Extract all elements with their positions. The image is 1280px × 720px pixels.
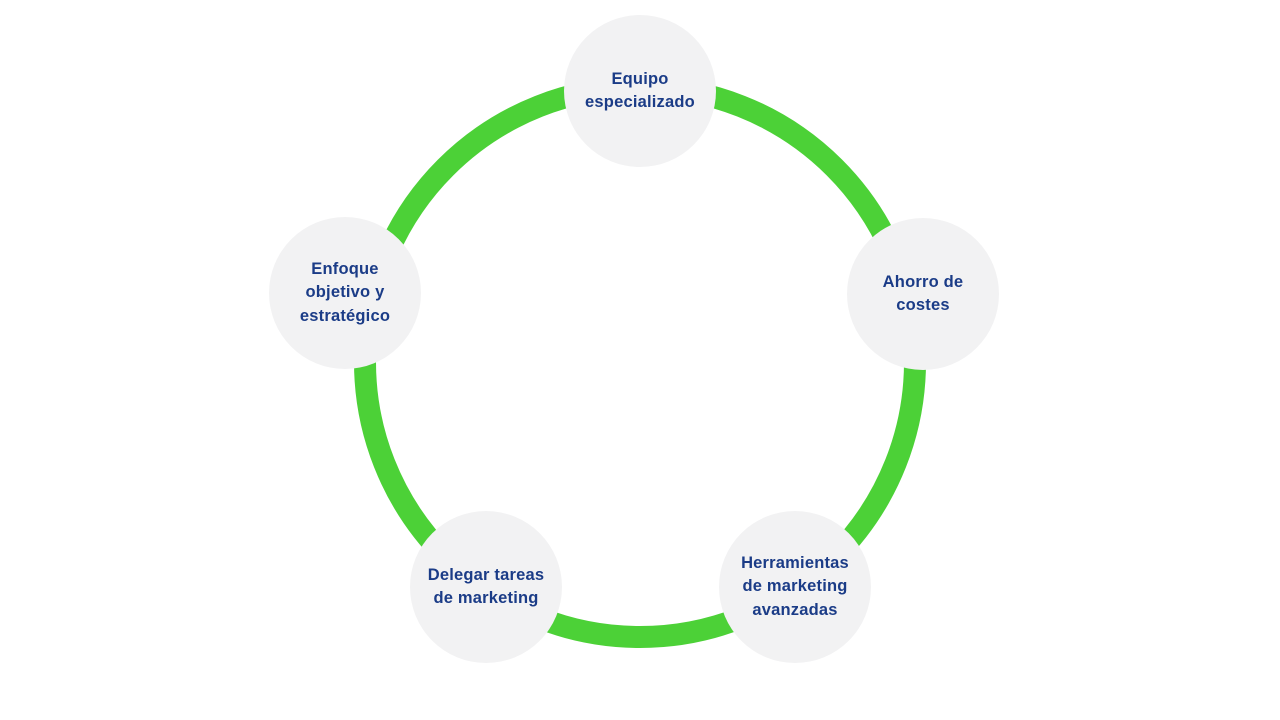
node-label: Delegar tareas de marketing — [427, 565, 545, 607]
node-equipo-especializado: Equipo especializado — [564, 15, 716, 167]
node-label: Enfoque objetivo y estratégico — [299, 259, 391, 325]
node-label: Herramientas de marketing avanzadas — [741, 553, 849, 619]
node-ahorro-de-costes: Ahorro de costes — [847, 218, 999, 370]
node-herramientas-de-marketing-avanzadas: Herramientas de marketing avanzadas — [719, 511, 871, 663]
node-label: Ahorro de costes — [882, 272, 964, 314]
node-label: Equipo especializado — [585, 69, 695, 111]
node-enfoque-objetivo-y-estrategico: Enfoque objetivo y estratégico — [269, 217, 421, 369]
node-delegar-tareas-de-marketing: Delegar tareas de marketing — [410, 511, 562, 663]
